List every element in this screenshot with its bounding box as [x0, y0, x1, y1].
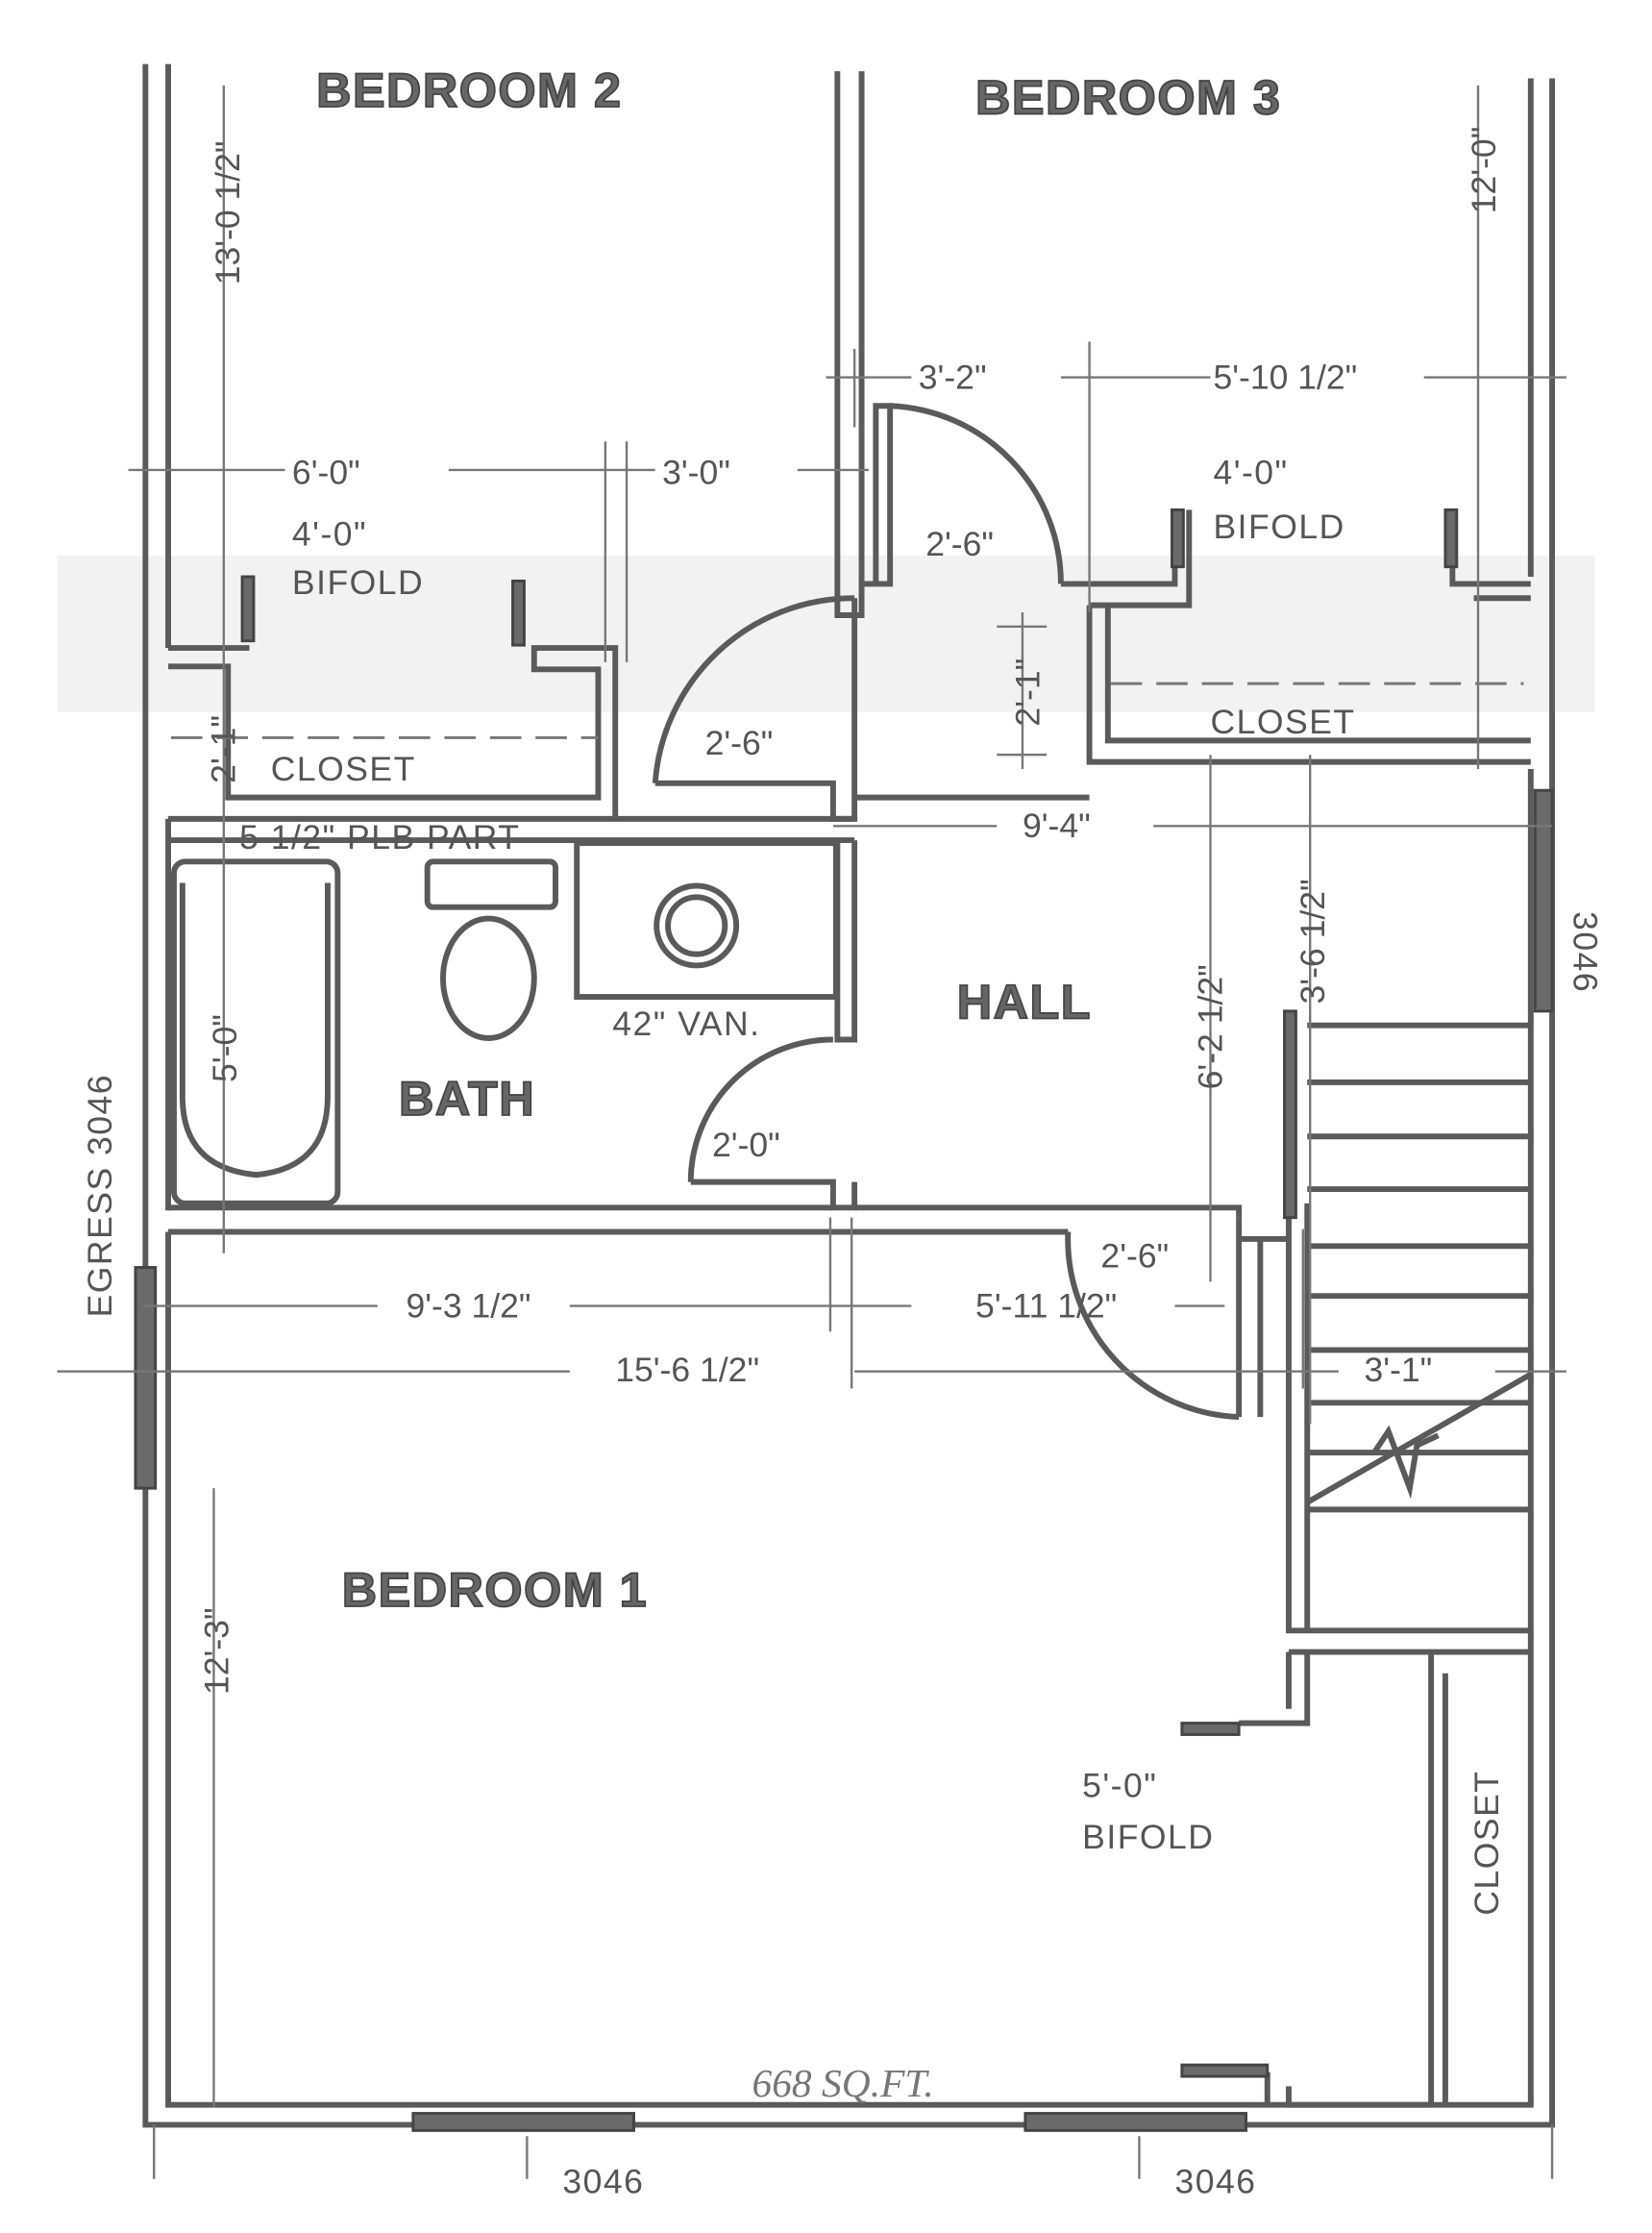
dim-b2-offset: 3'-0" — [662, 454, 730, 492]
bifold-b3-size: 4'-0" — [1213, 454, 1288, 492]
bifold-b2-label: BIFOLD — [292, 563, 424, 602]
scan-shadow — [57, 555, 1595, 712]
window-right-label: 3046 — [1566, 911, 1604, 993]
egress-window-label: EGRESS 3046 — [81, 1074, 119, 1317]
area-label: 668 SQ.FT. — [752, 2061, 933, 2105]
room-bedroom-2: BEDROOM 2 — [316, 62, 622, 117]
room-hall: HALL — [957, 974, 1092, 1029]
annotations: 4'-0" BIFOLD 4'-0" BIFOLD 5'-0" BIFOLD 4… — [81, 454, 1605, 2201]
toilet-tank — [424, 858, 558, 910]
dim-door-bath: 2'-0" — [712, 1126, 780, 1164]
dim-tub: 5'-0" — [206, 1014, 244, 1082]
door-swings — [652, 403, 1240, 1421]
dim-stair-landing: 3'-6 1/2" — [1294, 879, 1332, 1004]
closet-bedroom-1: CLOSET — [1467, 1770, 1506, 1915]
toilet-bowl — [440, 915, 537, 1041]
dim-b3-width: 5'-10 1/2" — [1213, 358, 1357, 396]
room-bedroom-3: BEDROOM 3 — [975, 70, 1281, 125]
bifold-markers — [240, 508, 1459, 2078]
fixtures — [171, 840, 839, 1206]
bathtub — [171, 858, 341, 1206]
bifold-b3-label: BIFOLD — [1213, 508, 1344, 546]
dim-door-b3: 2'-6" — [925, 525, 994, 563]
dim-b2-width: 6'-0" — [292, 454, 360, 492]
closet-bedroom-2: CLOSET — [271, 750, 416, 788]
bifold-b1-label: BIFOLD — [1082, 1818, 1214, 1856]
windows — [134, 788, 1554, 2132]
sink — [653, 882, 740, 969]
dim-door-b1: 2'-6" — [1100, 1237, 1169, 1276]
dim-bedroom2-depth: 13'-0 1/2" — [209, 140, 247, 285]
walls — [142, 63, 1556, 2128]
bifold-b1-size: 5'-0" — [1082, 1767, 1157, 1805]
dimension-lines — [57, 85, 1566, 2179]
dim-bedroom3-depth: 12'-0" — [1465, 127, 1503, 214]
dim-hall-width: 9'-4" — [1023, 806, 1091, 845]
window-bottom-left-label: 3046 — [562, 2163, 644, 2201]
plb-part-label: 5 1/2" PLB PART — [239, 818, 520, 856]
dim-b1-seg1: 9'-3 1/2" — [406, 1286, 530, 1325]
vanity — [574, 840, 839, 1001]
dim-b1-width: 15'-6 1/2" — [615, 1351, 759, 1389]
room-labels: BEDROOM 2 BEDROOM 3 HALL BATH BEDROOM 1 … — [271, 62, 1506, 1915]
closet-bedroom-3: CLOSET — [1211, 703, 1356, 741]
dim-closet-b3-depth: 2'-1" — [1009, 658, 1048, 727]
dim-b1-seg2: 5'-11 1/2" — [975, 1286, 1117, 1325]
room-bedroom-1: BEDROOM 1 — [342, 1562, 648, 1617]
room-bath: BATH — [399, 1071, 535, 1126]
dim-hall-depth: 6'-2 1/2" — [1191, 964, 1229, 1089]
window-bottom-right-label: 3046 — [1174, 2163, 1256, 2201]
bifold-b2-size: 4'-0" — [292, 514, 367, 553]
dim-closet-b2-depth: 2'-1" — [205, 715, 243, 783]
vanity-label: 42" VAN. — [612, 1005, 760, 1043]
dim-b3-offset: 3'-2" — [919, 358, 987, 396]
dimension-text: 13'-0 1/2" 12'-0" 6'-0" 3'-0" 3'-2" 5'-1… — [197, 127, 1503, 1695]
dim-stair-width: 3'-1" — [1365, 1351, 1433, 1389]
dim-door-b2: 2'-6" — [705, 724, 774, 762]
dim-bedroom1-depth: 12'-3" — [197, 1607, 235, 1695]
